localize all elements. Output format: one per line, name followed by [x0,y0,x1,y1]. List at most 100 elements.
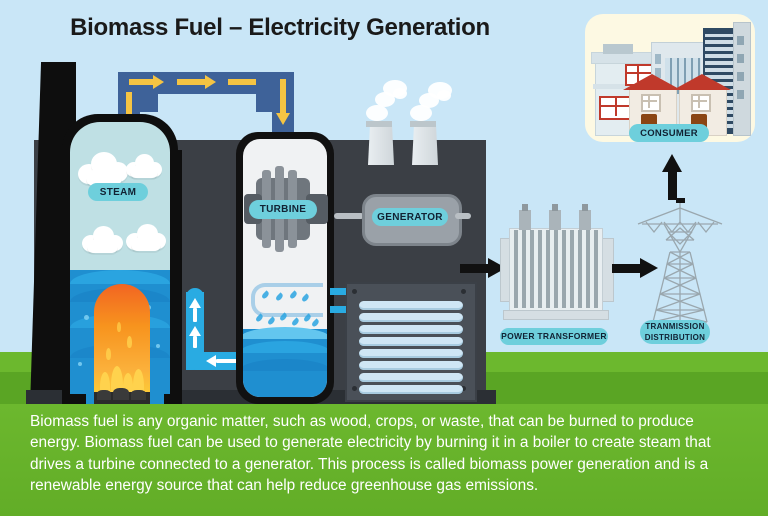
transformer-fin [530,230,534,308]
steam-pipe-elbow-right [256,72,294,112]
transformer-bushing-cap [552,204,558,211]
steam-pipe-elbow-left [118,72,158,112]
consumer-panel [585,14,755,142]
house-window-left [641,94,661,112]
radiator-bar [359,373,463,382]
boiler-interior [70,122,170,406]
radiator-bar [359,313,463,322]
transmission-label-line1: TRANMISSION [645,322,705,331]
transformer-fin [538,230,542,308]
water-wave [243,341,327,353]
skyscraper-side-window [737,54,744,63]
transformer-bushing [579,210,591,230]
flame [123,373,133,401]
water-flow-arrow-stem [193,308,197,322]
generator-output-shaft [455,213,471,219]
smokestack-left [368,123,394,165]
radiator-bar [359,337,463,346]
radiator-bar [359,301,463,310]
water-droplet [266,316,277,326]
steam-flow-arrow-down-stem [280,79,286,115]
transformer-fin [562,230,566,308]
smoke-puff [393,88,407,99]
panel-bolt [352,386,357,391]
generator-label: GENERATOR [372,208,448,226]
steam-flow-arrow-up-stem [126,92,132,118]
water-flow-arrow-head-up [189,326,201,336]
caption-band [0,404,768,516]
transformer-fin [554,230,558,308]
water-droplet [310,318,321,328]
transmission-tower-icon [637,198,723,323]
water-wave [70,270,170,284]
arrow-transformer-to-tower [612,258,658,278]
transmission-label: TRANMISSION DISTRIBUTION [640,320,710,344]
turbine-generator-shaft [334,213,364,219]
smokestack-left-rim [366,121,392,127]
caption-text: Biomass fuel is any organic matter, such… [30,413,711,495]
water-bubble [78,362,82,366]
transformer-fin [546,230,550,308]
steam-flow-arrow-head [153,75,164,89]
smoke-puff [410,105,432,121]
water-flow-arrow-stem [216,359,238,363]
condenser-radiator-panel [345,282,477,402]
transformer-fin [586,230,590,308]
consumer-building-low-roofbox [603,44,633,54]
smokestack-right [412,123,438,165]
window-transom [691,100,707,102]
smoke-puff [437,90,451,101]
consumer-label: CONSUMER [629,124,709,142]
ember [127,336,132,348]
water-flow-arrow-head-left [206,355,216,367]
water-bubble [156,344,160,348]
transformer-fin [578,230,582,308]
transformer-fin [522,230,526,308]
skyscraper-side-window [737,90,744,99]
window-transom [599,105,633,107]
consumer-floor-divider [593,84,653,89]
transformer-fin [570,230,574,308]
smoke-puff [366,105,388,121]
turbine-label: TURBINE [249,200,317,219]
radiator-bar [359,361,463,370]
radiator-bar [359,349,463,358]
steam-flow-arrow-head [205,75,216,89]
transformer-bushing-cap [522,204,528,211]
water-wave [243,327,327,339]
skyscraper-side-window [737,72,744,81]
ember [117,322,121,332]
water-wave [243,359,327,371]
steam-flow-arrow-stem [129,79,155,85]
water-flow-arrow-stem [193,336,197,348]
radiator-bar [359,385,463,394]
steam-flow-arrow-head-down [276,113,290,125]
flame [133,369,144,403]
power-transformer-label: POWER TRANSFORMER [500,328,608,345]
transformer-base [503,310,609,320]
water-flow-arrow-head-up [189,298,201,308]
condenser-pipe [251,283,323,317]
flame [100,372,110,402]
transformer-fin [514,230,518,308]
transformer-fin [594,230,598,308]
smokestack-right-rim [410,121,436,127]
window-transom [641,100,657,102]
panel-bolt [461,289,466,294]
panel-bolt [352,289,357,294]
radiator-bar [359,325,463,334]
coal-lump [113,388,129,400]
transformer-bushing [519,210,531,230]
arrow-tower-to-consumer [662,154,684,200]
house-window-right [691,94,711,112]
coal-lump [131,390,146,400]
office-window-small [655,54,661,64]
transformer-bushing [549,210,561,230]
steam-flow-arrow-stem [177,79,207,85]
panel-outlet-pipe [330,306,346,313]
transformer-bushing-cap [582,204,588,211]
transmission-label-line2: DISTRIBUTION [644,333,706,342]
office-window-small [655,68,661,78]
window-transom [625,72,651,74]
